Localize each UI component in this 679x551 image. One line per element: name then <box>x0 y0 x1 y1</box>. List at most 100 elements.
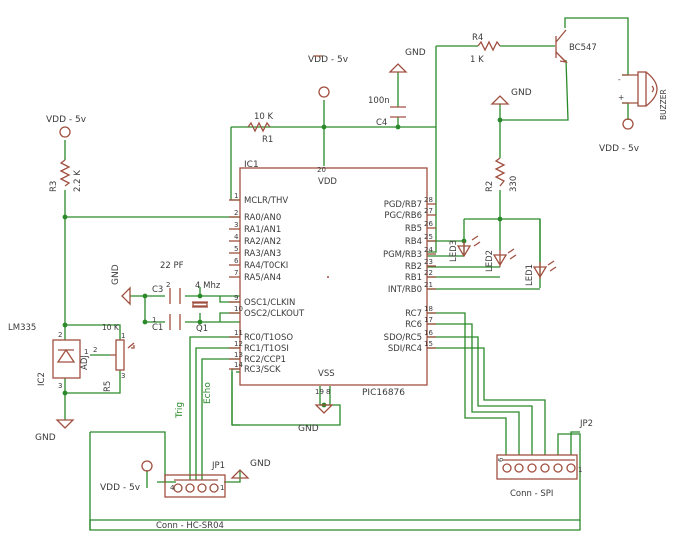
ic1-left-pin-label: RC1/T1OSI <box>244 344 289 354</box>
ic1-vss-num-a: 19 <box>315 388 324 396</box>
jp1-pin1: 1 <box>220 484 224 492</box>
ic1-left-pin-num: 7 <box>234 269 238 277</box>
ic1-right-pin-num: 27 <box>424 207 433 215</box>
ic1-left-pin-num: 11 <box>234 329 243 337</box>
jp2-label: Conn - SPI <box>510 489 553 499</box>
vdd-top-symbol: VDD - 5v <box>308 55 349 98</box>
junction-lm335-bot <box>62 390 68 396</box>
ic1-left-pin-num: 3 <box>234 221 238 229</box>
c3-capacitor: C3 2 <box>152 281 181 304</box>
r2-resistor: R2 330 <box>485 157 519 192</box>
ic1-right-pin-label: RC6 <box>405 320 422 330</box>
ic1-right-pin-num: 15 <box>424 340 433 348</box>
r3-value: 2.2 K <box>73 170 83 192</box>
ic2-lm335: LM335 ADJ IC2 2 1 3 <box>8 323 90 390</box>
ic1-left-pin-label: RC0/T1OSO <box>244 333 293 343</box>
junction-osc-a <box>142 293 148 299</box>
ic1-part: PIC16876 <box>362 388 405 398</box>
r4-value: 1 K <box>470 55 484 65</box>
junction-led-gnd <box>497 117 503 123</box>
vdd-buzzer-label: VDD - 5v <box>599 144 640 154</box>
ic1-right-pin-label: SDI/RC4 <box>388 344 422 354</box>
ic1-right-pin-label: PGM/RB3 <box>383 250 422 260</box>
ic1-right-pin-num: 23 <box>424 258 433 266</box>
ic1-left-pin-label: RA0/AN0 <box>244 213 281 223</box>
ic1-right-pin-num: 28 <box>424 196 433 204</box>
ic1-left-pin-num: 4 <box>234 233 239 241</box>
ic1-left-pin-num: 10 <box>234 305 243 313</box>
ic1-right-pin-label: RB1 <box>405 273 422 283</box>
ic1-left-pin-label: RA4/T0CKI <box>244 261 288 271</box>
vdd-conn-symbol: VDD - 5v <box>100 460 153 493</box>
c1-capacitor: C1 1 <box>152 314 181 333</box>
ic1-left-pin-label: RA5/AN4 <box>244 273 281 283</box>
ic1-right-pin-num: 16 <box>424 329 433 337</box>
ic2-pin2: 2 <box>58 331 62 339</box>
ic1-right-pin-num: 26 <box>424 220 433 228</box>
vdd-buzzer-symbol: VDD - 5v <box>599 118 640 154</box>
ic1-left-pin-label: RA1/AN1 <box>244 225 281 235</box>
ic1-right-pin-label: RC7 <box>405 309 422 319</box>
gnd-osc-symbol: GND <box>111 264 131 306</box>
gnd-conn-symbol: GND <box>230 459 271 479</box>
q1-crystal: 4 Mhz Q1 <box>192 281 221 334</box>
r4-resistor: R4 1 K <box>470 33 501 65</box>
ic1-right-pin-label: PGD/RB7 <box>384 200 422 210</box>
junction-osc-c <box>197 293 203 299</box>
ic1-right-pin-num: 17 <box>424 316 433 324</box>
ic1-left-pin-num: 5 <box>234 245 238 253</box>
r2-value: 330 <box>509 176 519 192</box>
r3-name: R3 <box>49 181 59 192</box>
led2-label: LED2 <box>485 250 495 272</box>
gnd-led-label: GND <box>511 88 532 98</box>
ic1-left-pin-label: MCLR/THV <box>244 196 288 206</box>
ic1-right-pin-label: RB2 <box>405 262 422 272</box>
r1-value: 10 K <box>254 112 274 122</box>
net-echo: Echo <box>203 382 213 404</box>
junction-lm335-top <box>62 322 68 328</box>
ic1-left-pin-num: 12 <box>234 340 243 348</box>
jp1-label: Conn - HC-SR04 <box>156 521 224 531</box>
junction-vdd-rail <box>321 124 327 130</box>
ic2-part: ADJ <box>80 355 90 370</box>
jp2-connector: JP2 Conn - SPI 6 1 <box>496 419 593 499</box>
gnd-vss-symbol: GND <box>298 404 334 434</box>
led1: LED1 <box>525 260 557 286</box>
jp2-pin6: 6 <box>497 457 505 462</box>
jp2-pin1: 1 <box>578 466 582 474</box>
jp1-name: JP1 <box>211 461 225 471</box>
r4-name: R4 <box>472 33 483 43</box>
vdd-left-symbol: VDD - 5v <box>46 115 87 138</box>
gnd-conn-label: GND <box>250 459 271 469</box>
ic1-left-pin-label: RC2/CCP1 <box>244 355 286 365</box>
gnd-bottom-left-symbol: GND <box>35 419 75 443</box>
ic1-vdd-label: VDD <box>318 177 337 187</box>
ic1-left-pin-label: OSC1/CLKIN <box>244 298 295 308</box>
led1-label: LED1 <box>525 264 535 286</box>
ic1-right-pin-num: 24 <box>424 246 433 254</box>
ic1-body <box>239 167 428 386</box>
ic2-pin1: 1 <box>84 348 88 356</box>
gnd-bottom-left-label: GND <box>35 433 56 443</box>
net-trig: Trig <box>175 402 185 419</box>
ic1-vdd-num: 20 <box>317 166 326 174</box>
junction-r2 <box>497 216 503 222</box>
ic1-right-pin-label: RB5 <box>405 224 422 234</box>
r5-potentiometer: 10 K R5 1 2 3 <box>93 323 135 392</box>
ic1-right-pin-label: SDO/RC5 <box>384 333 422 343</box>
r5-pin1: 1 <box>121 332 125 340</box>
ic1-right-pin-num: 25 <box>424 233 433 241</box>
vdd-conn-label: VDD - 5v <box>100 483 141 493</box>
c4-name: C4 <box>376 118 387 128</box>
ic1-left-pin-num: 13 <box>234 351 243 359</box>
r1-name: R1 <box>262 135 273 145</box>
ic1-left-pin-label: OSC2/CLKOUT <box>244 309 305 319</box>
ic2-name: IC2 <box>37 372 47 386</box>
svg-text:+: + <box>618 93 624 102</box>
junctions <box>62 117 503 408</box>
r2-name: R2 <box>485 181 495 192</box>
c1-pin: 1 <box>152 316 156 324</box>
ic1-right-pin-num: 22 <box>424 269 433 277</box>
led3: LED3 <box>449 235 481 262</box>
